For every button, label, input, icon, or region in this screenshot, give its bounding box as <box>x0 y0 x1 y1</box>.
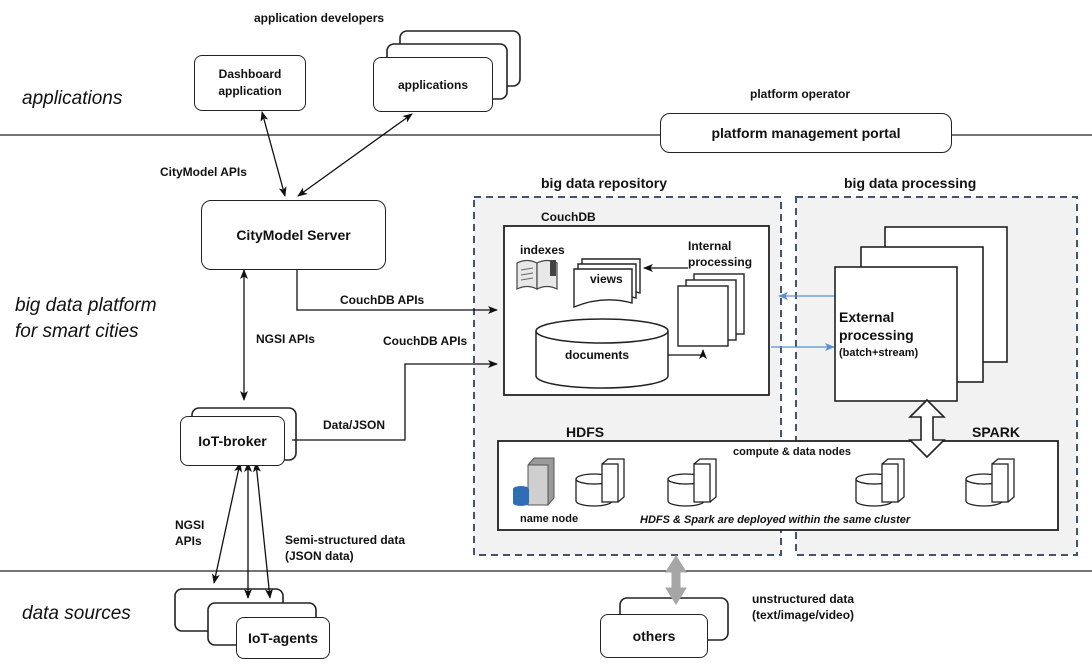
internal-processing-line2: processing <box>688 255 753 269</box>
book-icon <box>516 259 558 290</box>
applications-label: applications <box>397 77 468 92</box>
platform-management-portal-box: platform management portal <box>660 113 952 153</box>
iot-broker-box: IoT-broker <box>180 416 285 466</box>
ngsi-apis-lower-line2: APIs <box>175 534 202 548</box>
others-label: others <box>632 628 676 644</box>
layer-applications: applications <box>22 88 123 109</box>
layer-platform-line2: for smart cities <box>15 321 139 342</box>
layer-platform-line1: big data platform <box>15 295 157 316</box>
dashboard-application-box: Dashboard application <box>194 55 306 111</box>
arrow-iotbroker-couchdb <box>292 360 498 441</box>
platform-management-portal-label: platform management portal <box>711 125 901 141</box>
unstructured-line2: (text/image/video) <box>752 608 855 622</box>
couchdb-label: CouchDB <box>541 210 596 224</box>
ngsi-apis-lower-label: NGSI APIs <box>175 517 204 549</box>
others-box: others <box>600 614 708 658</box>
platform-operator-label: platform operator <box>750 87 851 101</box>
name-node-label: name node <box>520 513 579 525</box>
compute-node-icon <box>575 458 625 507</box>
citymodel-server-box: CityModel Server <box>201 200 386 270</box>
couchdb-apis-label-2: CouchDB APIs <box>383 334 468 348</box>
documents-cylinder-icon <box>535 318 669 389</box>
external-processing-line1: External <box>839 309 895 325</box>
indexes-label: indexes <box>520 243 565 257</box>
arrow-dashboard-citymodel <box>260 111 287 197</box>
data-json-label: Data/JSON <box>323 418 386 432</box>
external-processing-label: External processing (batch+stream) <box>839 308 918 362</box>
arrow-citymodel-couchdb <box>296 270 498 314</box>
internal-processing-label: Internal processing <box>688 238 752 270</box>
layer-platform: big data platform for smart cities <box>15 293 157 345</box>
internal-processing-icon <box>677 285 729 347</box>
spark-label: SPARK <box>972 424 1020 440</box>
external-processing-line3: (batch+stream) <box>839 347 919 359</box>
iot-broker-label: IoT-broker <box>198 433 267 449</box>
processing-title: big data processing <box>844 175 977 191</box>
views-doc-icon <box>573 268 633 309</box>
cluster-note: HDFS & Spark are deployed within the sam… <box>640 514 911 526</box>
compute-data-nodes-label: compute & data nodes <box>733 446 851 458</box>
semi-structured-line1: Semi-structured data <box>285 533 406 547</box>
external-processing-line2: processing <box>839 327 914 343</box>
application-developers-label: application developers <box>254 11 385 25</box>
compute-node-icon <box>667 458 717 507</box>
arrow-applications-citymodel <box>297 113 413 197</box>
dashboard-label-line1: Dashboard <box>218 67 282 81</box>
iot-agents-box: IoT-agents <box>236 617 330 659</box>
citymodel-apis-label: CityModel APIs <box>160 165 247 179</box>
ngsi-apis-lower-line1: NGSI <box>175 518 205 532</box>
unstructured-label: unstructured data (text/image/video) <box>752 591 854 623</box>
double-arrow-others <box>665 555 687 605</box>
compute-node-icon <box>965 458 1015 507</box>
repository-title: big data repository <box>541 175 668 191</box>
ngsi-apis-label: NGSI APIs <box>256 332 315 346</box>
external-processing-box <box>834 266 958 402</box>
hdfs-label: HDFS <box>566 424 605 440</box>
compute-node-icon <box>855 458 905 507</box>
server-icon <box>513 457 555 506</box>
semi-structured-line2: (JSON data) <box>285 549 354 563</box>
semi-structured-label: Semi-structured data (JSON data) <box>285 532 405 564</box>
double-arrow-spark <box>908 398 946 459</box>
citymodel-server-label: CityModel Server <box>236 227 351 243</box>
unstructured-line1: unstructured data <box>752 592 855 606</box>
internal-processing-line1: Internal <box>688 239 732 253</box>
iot-agents-label: IoT-agents <box>247 630 318 646</box>
applications-box: applications <box>373 57 493 112</box>
couchdb-apis-label-1: CouchDB APIs <box>340 293 425 307</box>
documents-label: documents <box>565 348 630 362</box>
dashboard-label-line2: application <box>218 84 282 98</box>
layer-data-sources: data sources <box>22 603 131 624</box>
views-label: views <box>590 272 623 286</box>
